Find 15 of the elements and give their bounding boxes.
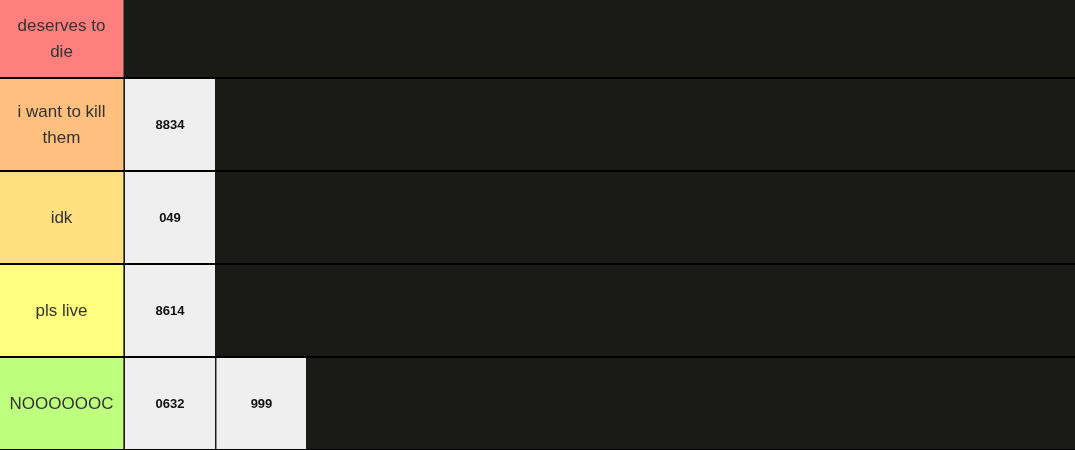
tier-label: deserves to die <box>0 0 124 77</box>
tier-row <box>0 172 1075 263</box>
tier-row <box>0 0 1075 77</box>
tier-label: NOOOOOOC <box>0 358 124 449</box>
tier-row <box>0 358 1075 449</box>
tier-label: pls live <box>0 265 124 356</box>
item-tile: 999 <box>216 358 306 449</box>
item-tile: 8614 <box>125 265 215 356</box>
tier-row <box>0 79 1075 170</box>
item-tile: 0632 <box>125 358 215 449</box>
tier-label: idk <box>0 172 124 263</box>
item-tile: 8834 <box>125 79 215 170</box>
item-tile: 049 <box>125 172 215 263</box>
tier-label: i want to kill them <box>0 79 124 170</box>
tier-row <box>0 265 1075 356</box>
